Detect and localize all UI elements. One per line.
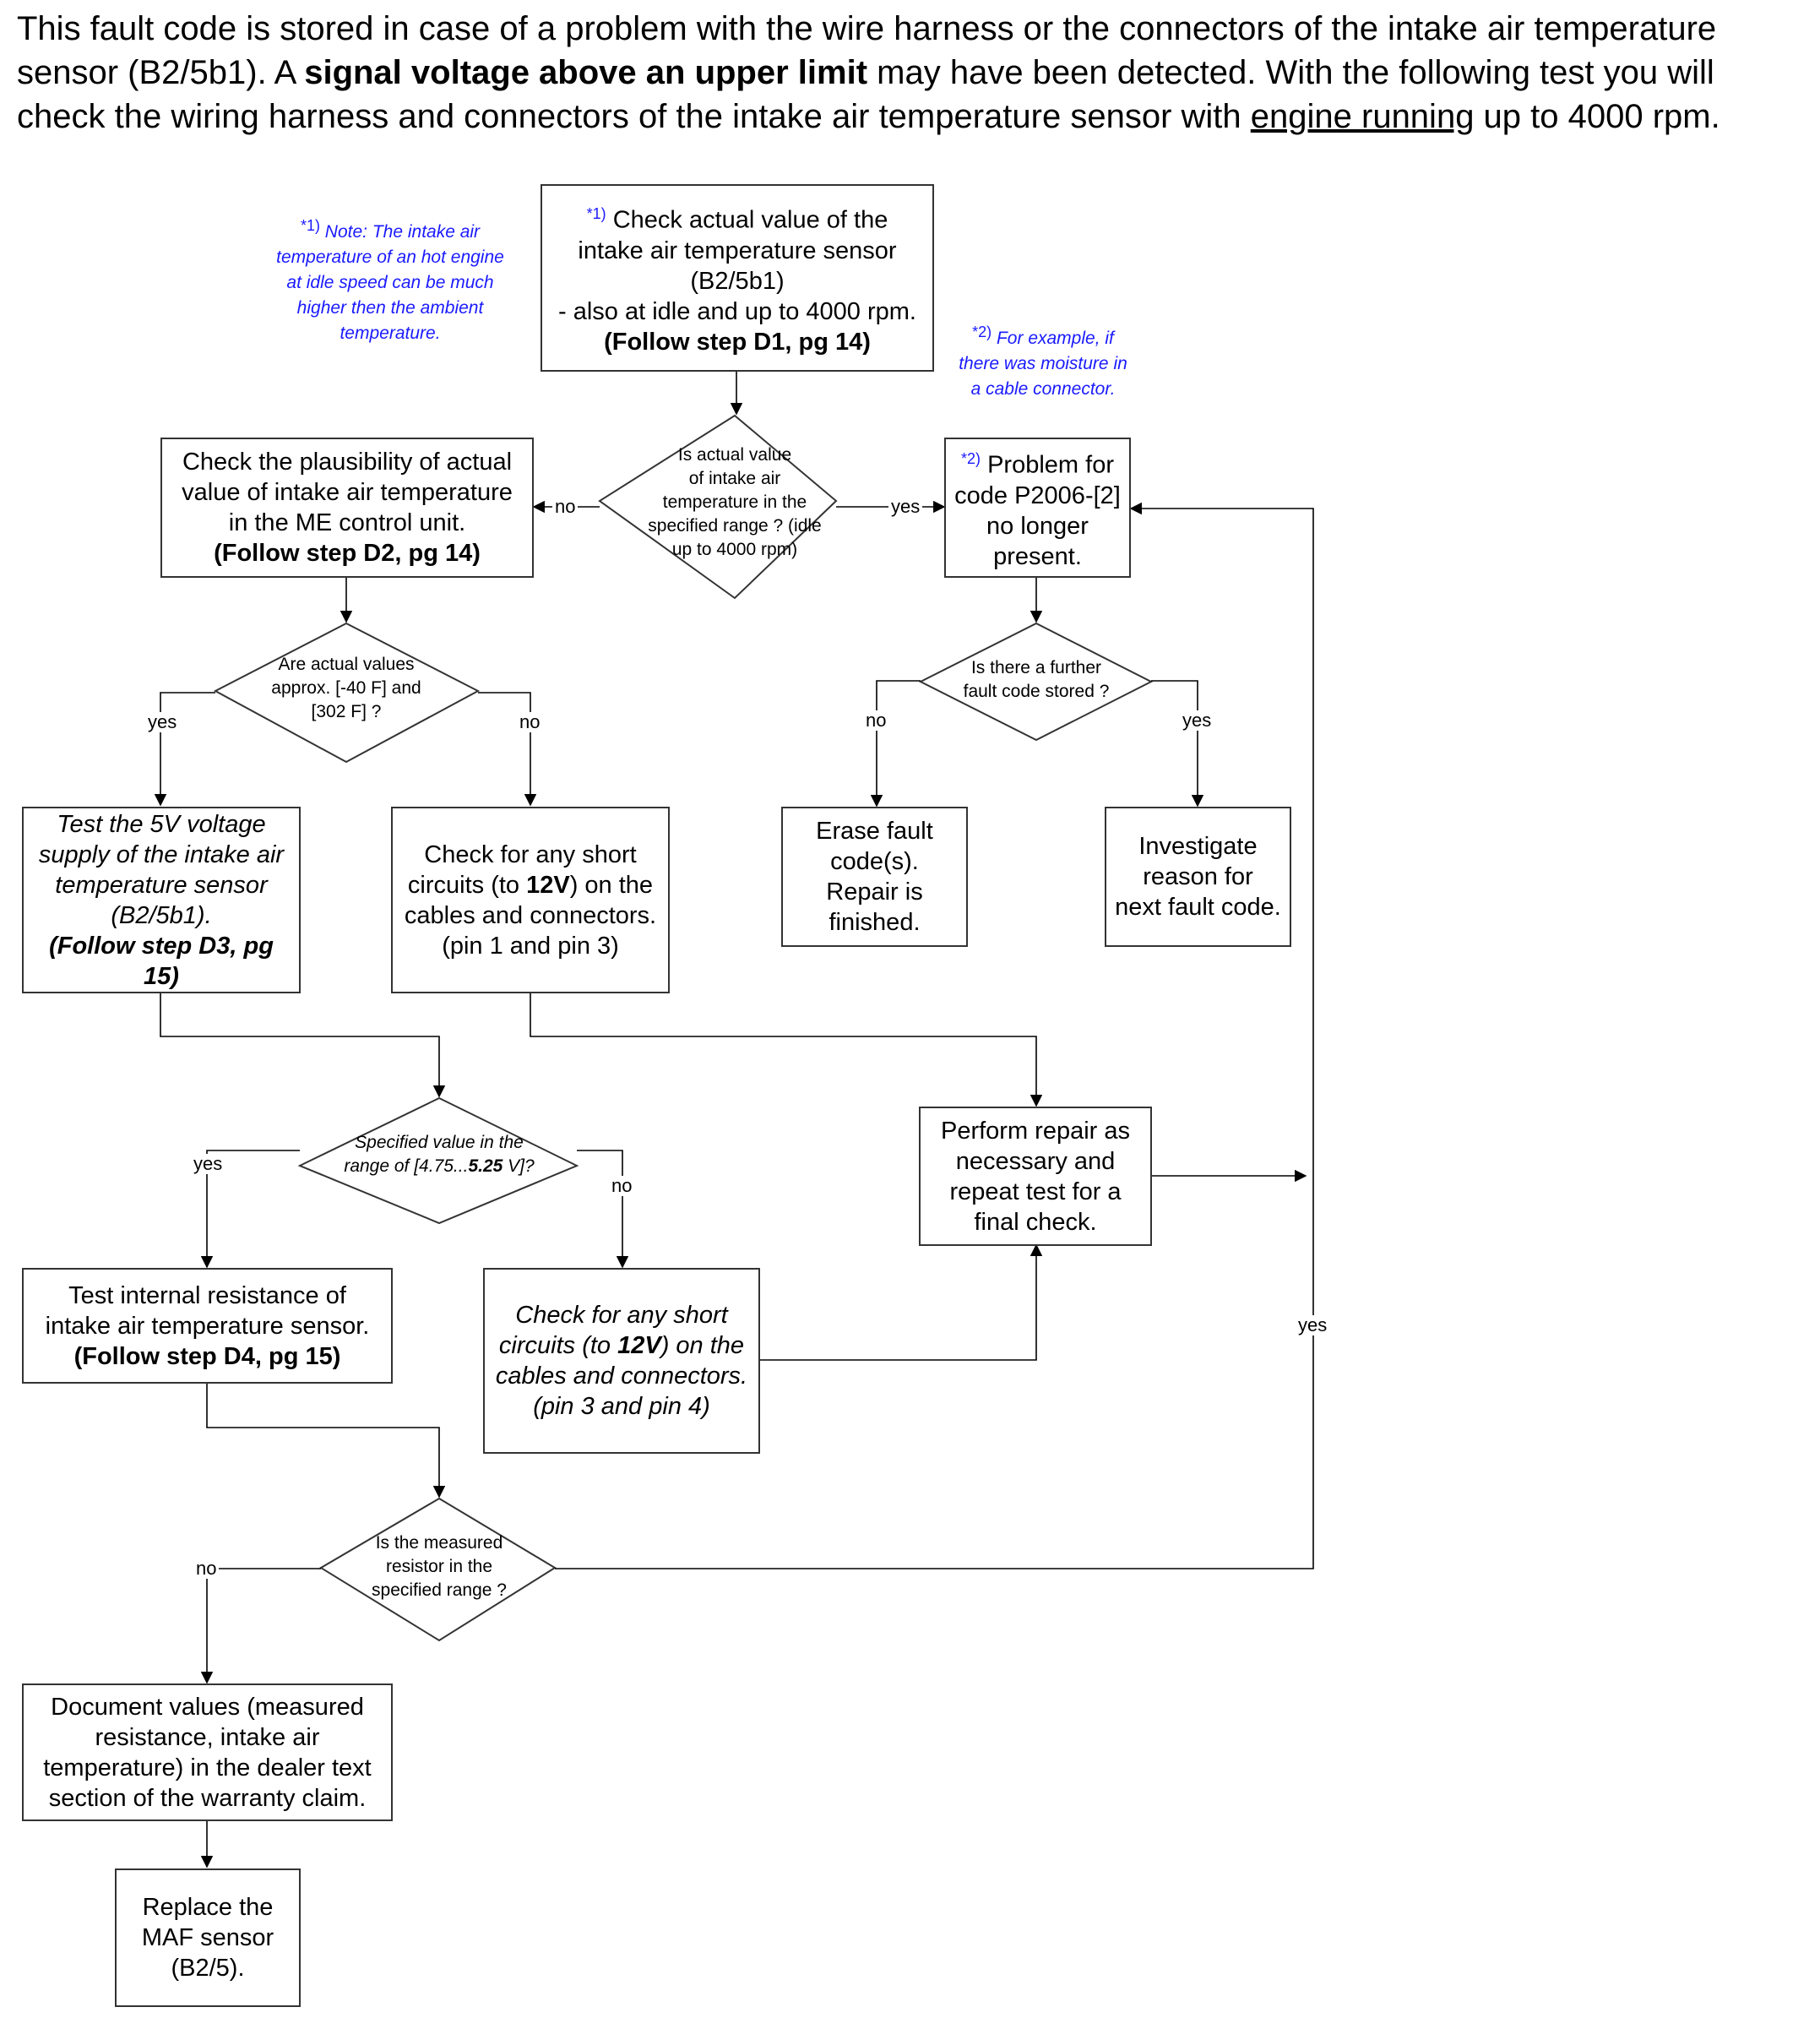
intro-paragraph: This fault code is stored in case of a p… — [17, 10, 1720, 135]
test-5v-box: Test the 5V voltage supply of the intake… — [22, 807, 301, 993]
decision-approx-shape — [213, 622, 481, 764]
note-2: *2) For example, if there was moisture i… — [959, 324, 1127, 399]
label-no-voltage: no — [609, 1176, 635, 1196]
short-circuit-pin1-pin3-box: Check for any short circuits (to 12V) on… — [391, 807, 670, 993]
label-yes-approx: yes — [145, 712, 180, 732]
decision-resistor-range: Is the measured resistor in the specifie… — [372, 1533, 507, 1600]
document-values-box: Document values (measured resistance, in… — [22, 1683, 393, 1821]
label-no-approx: no — [517, 712, 543, 732]
label-yes-resistor: yes — [1296, 1315, 1330, 1335]
replace-maf-box: Replace the MAF sensor (B2/5). — [115, 1868, 301, 2007]
short-circuit-pin3-pin4-box: Check for any short circuits (to 12V) on… — [483, 1268, 760, 1454]
decision-resistor-shape — [319, 1497, 557, 1642]
decision-voltage-shape — [297, 1096, 579, 1225]
decision-further-fault: Is there a further fault code stored ? — [963, 658, 1110, 701]
decision-in-range-shape — [598, 414, 838, 600]
decision-further-shape — [918, 622, 1154, 742]
check-actual-value-box: *1) Check actual value of the intake air… — [541, 184, 934, 372]
erase-fault-box: Erase fault code(s). Repair is finished. — [781, 807, 968, 947]
label-no-in-range: no — [552, 497, 579, 517]
decision-approx-values: Are actual values approx. [-40 F] and [3… — [271, 655, 421, 721]
label-no-resistor: no — [193, 1558, 220, 1579]
test-resistance-box: Test internal resistance of intake air t… — [22, 1268, 393, 1384]
plausibility-box: Check the plausibility of actual value o… — [160, 438, 534, 578]
decision-voltage-range: Specified value in the range of [4.75...… — [344, 1133, 535, 1176]
label-yes-further: yes — [1180, 710, 1214, 731]
problem-not-present-box: *2) Problem for code P2006-[2] no longer… — [944, 438, 1131, 578]
perform-repair-box: Perform repair as necessary and repeat t… — [919, 1107, 1152, 1246]
note-1: *1) Note: The intake air temperature of … — [276, 217, 504, 343]
label-no-further: no — [863, 710, 889, 731]
decision-in-range: Is actual value of intake air temperatur… — [648, 445, 822, 559]
label-yes-voltage: yes — [191, 1154, 225, 1174]
label-yes-in-range: yes — [888, 497, 923, 517]
investigate-box: Investigate reason for next fault code. — [1105, 807, 1291, 947]
